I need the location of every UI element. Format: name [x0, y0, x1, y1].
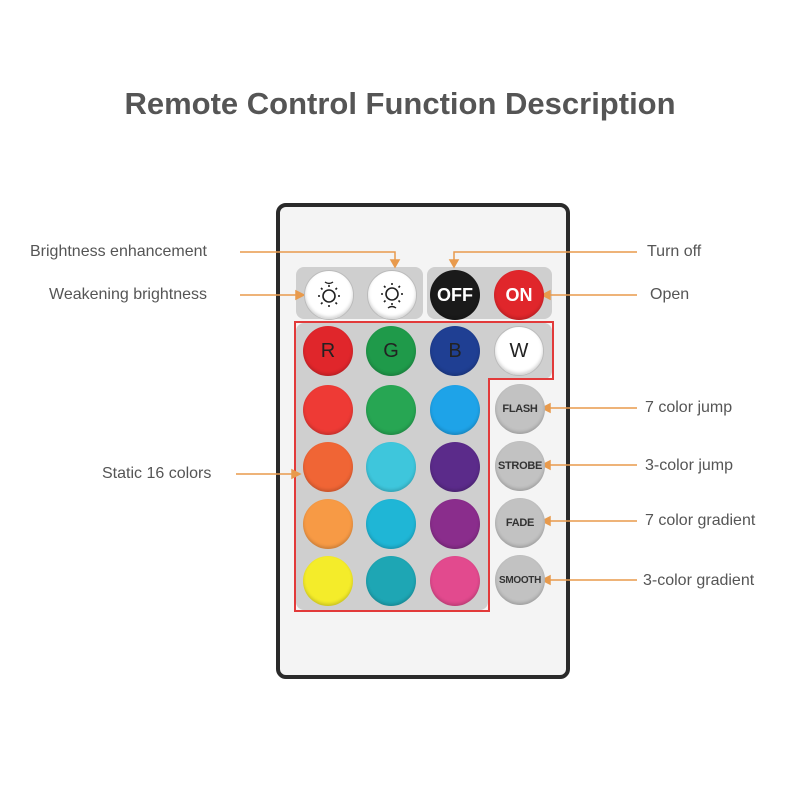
color-button-yellow[interactable] [303, 556, 353, 606]
label-3-color-gradient: 3-color gradient [643, 572, 755, 589]
label-7-color-jump: 7 color jump [645, 399, 733, 416]
leader-turn-off [453, 251, 637, 262]
sun-up-icon [381, 283, 403, 309]
blue-button[interactable]: B [430, 326, 480, 376]
label-turn-off: Turn off [647, 243, 702, 260]
on-button[interactable]: ON [494, 270, 544, 320]
color-section-outline [294, 321, 554, 612]
label-3-color-jump: 3-color jump [645, 457, 734, 474]
white-button[interactable]: W [494, 326, 544, 376]
color-button-red[interactable] [303, 385, 353, 435]
arrow-flash [540, 402, 551, 414]
arrow-brightness-up [389, 259, 401, 269]
brightness-up-button[interactable] [367, 270, 417, 320]
label-static-colors: Static 16 colors [102, 465, 212, 482]
arrow-static-colors [291, 468, 302, 480]
arrow-strobe [540, 459, 551, 471]
color-button-green[interactable] [366, 385, 416, 435]
smooth-button[interactable]: SMOOTH [495, 555, 545, 605]
color-button-sky-blue[interactable] [430, 385, 480, 435]
color-button-orange-red[interactable] [303, 442, 353, 492]
arrow-open [540, 289, 551, 301]
color-button-orange[interactable] [303, 499, 353, 549]
sun-down-icon [318, 281, 340, 307]
arrow-turn-off [448, 259, 460, 269]
leader-brightness-up [240, 251, 396, 262]
color-button-cyan[interactable] [366, 442, 416, 492]
red-button[interactable]: R [303, 326, 353, 376]
color-button-pink[interactable] [430, 556, 480, 606]
label-open: Open [650, 286, 690, 303]
label-brightness-enhancement: Brightness enhancement [30, 243, 207, 260]
color-button-teal[interactable] [366, 556, 416, 606]
green-button[interactable]: G [366, 326, 416, 376]
label-weakening-brightness: Weakening brightness [49, 286, 208, 303]
flash-button[interactable]: FLASH [495, 384, 545, 434]
brightness-down-button[interactable] [304, 270, 354, 320]
strobe-button[interactable]: STROBE [495, 441, 545, 491]
arrow-smooth [540, 574, 551, 586]
arrow-brightness-down [295, 289, 306, 301]
color-button-purple[interactable] [430, 442, 480, 492]
off-button[interactable]: OFF [430, 270, 480, 320]
color-button-magenta[interactable] [430, 499, 480, 549]
fade-button[interactable]: FADE [495, 498, 545, 548]
color-button-turquoise[interactable] [366, 499, 416, 549]
label-7-color-gradient: 7 color gradient [645, 512, 756, 529]
arrow-fade [540, 515, 551, 527]
page-title: Remote Control Function Description [124, 86, 676, 121]
